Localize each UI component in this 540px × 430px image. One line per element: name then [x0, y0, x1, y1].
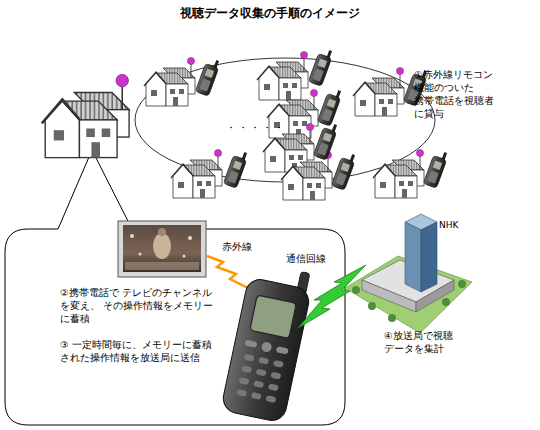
phone-key — [261, 341, 273, 353]
station-tower — [421, 222, 437, 292]
phone-key — [244, 340, 257, 348]
station-tree — [388, 314, 396, 322]
bubble-outline — [5, 150, 345, 425]
building-sign: NHK — [439, 220, 469, 231]
house-icon — [257, 51, 308, 100]
step-note: ②携帯電話で テレビのチャンネル を変え、 その操作情報をメモリー に蓄積 — [60, 286, 228, 325]
phone-key — [268, 383, 279, 391]
viewer-phones — [195, 47, 449, 191]
viewer-houses — [144, 51, 424, 200]
phone-key — [258, 357, 269, 365]
ellipsis-dots: ・・・・・ — [226, 121, 306, 134]
phone-icon — [317, 87, 343, 127]
phone-icon — [423, 149, 449, 189]
phone-key — [251, 392, 262, 400]
station-tower — [405, 214, 437, 230]
step-note: ①赤外線リモコン 機能のついた 携帯電話を視聴者 に貸与 — [414, 68, 500, 120]
television — [118, 221, 206, 277]
infrared-beam — [207, 256, 250, 289]
station-building — [416, 280, 454, 312]
step-note: ④放送局で視聴 データを集計 — [384, 329, 462, 355]
tv-frame — [118, 221, 206, 277]
sample-house — [42, 74, 129, 157]
phone-body — [221, 277, 312, 423]
station-tree — [368, 302, 376, 310]
tv-picture — [183, 255, 186, 258]
phone-icon — [403, 67, 429, 107]
phone-key — [253, 380, 264, 388]
station-tree — [458, 280, 466, 288]
tv-picture — [139, 253, 142, 256]
house-icon — [353, 67, 404, 116]
house-icon — [281, 151, 332, 200]
callout-bubble: ②携帯電話で テレビのチャンネル を変え、 その操作情報をメモリー に蓄積 ③ 一… — [5, 146, 346, 426]
radio-link — [298, 265, 366, 328]
phone-key — [276, 346, 289, 354]
phone-icon — [331, 151, 357, 191]
phone-icon — [313, 121, 339, 161]
phone-icon — [195, 57, 221, 97]
remote-phone — [221, 261, 315, 423]
station-building — [362, 280, 416, 312]
station-grounds — [345, 256, 472, 333]
station-tree — [442, 298, 450, 306]
phone-key — [239, 377, 250, 385]
tv-picture — [125, 262, 199, 270]
house-icon — [373, 149, 424, 198]
phone-icon — [223, 149, 249, 189]
house-icon — [144, 57, 195, 106]
phone-key — [256, 369, 267, 377]
tv-screen — [123, 225, 201, 272]
tv-picture — [188, 236, 192, 240]
station-building — [362, 260, 454, 302]
step-note: ③ 一定時間毎に、メモリーに蓄積 された操作情報を放送局に送信 — [60, 338, 228, 364]
phone-key — [273, 360, 284, 368]
tv-picture — [130, 234, 134, 238]
house-icon — [263, 123, 314, 172]
diagram-title: 視聴データ収集の手順のイメージ — [0, 5, 540, 22]
tv-picture — [153, 233, 171, 259]
phone-key — [241, 365, 252, 373]
house-icon — [267, 89, 318, 138]
phone-key — [265, 395, 276, 403]
phone-key — [270, 372, 281, 380]
viewer-ring — [135, 58, 435, 182]
phone-key — [236, 389, 247, 397]
station-tree — [352, 286, 360, 294]
phone-antenna — [296, 272, 309, 295]
phone-screen — [250, 295, 297, 339]
phone-icon — [308, 47, 334, 87]
broadcast-station — [345, 214, 472, 333]
station-tower — [405, 222, 421, 292]
tv-picture — [158, 228, 166, 236]
bubble-outline — [5, 146, 346, 426]
phone-key — [244, 354, 255, 362]
house-icon — [171, 149, 222, 198]
